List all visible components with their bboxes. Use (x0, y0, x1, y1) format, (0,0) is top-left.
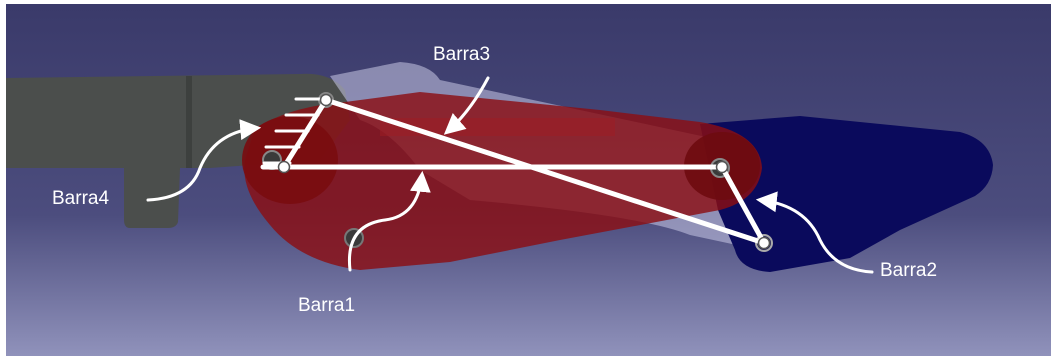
joint-left (277, 160, 291, 174)
barra2-line (719, 164, 767, 246)
kinematic-bars (260, 97, 767, 246)
slot-highlight (380, 118, 615, 136)
red-link-body (244, 92, 762, 270)
joint-right (715, 160, 729, 174)
callout-arrows (146, 76, 874, 274)
label-barra1: Barra1 (298, 295, 356, 316)
arrow-barra4 (146, 119, 262, 202)
label-barra4: Barra4 (52, 188, 110, 209)
barra3-line (323, 97, 767, 246)
grey-support-body (6, 73, 350, 228)
arrow-barra2 (755, 191, 874, 274)
joint-top-left (319, 93, 333, 107)
arrow-barra1 (347, 170, 431, 272)
grey-support-edge (186, 76, 192, 168)
joints (277, 93, 771, 250)
joint-bottom-right (757, 236, 771, 250)
arrow-barra3 (443, 76, 490, 135)
label-barra2: Barra2 (880, 260, 938, 281)
blue-part-body (700, 116, 993, 272)
barra4-line (281, 97, 329, 170)
label-barra3: Barra3 (433, 44, 491, 65)
